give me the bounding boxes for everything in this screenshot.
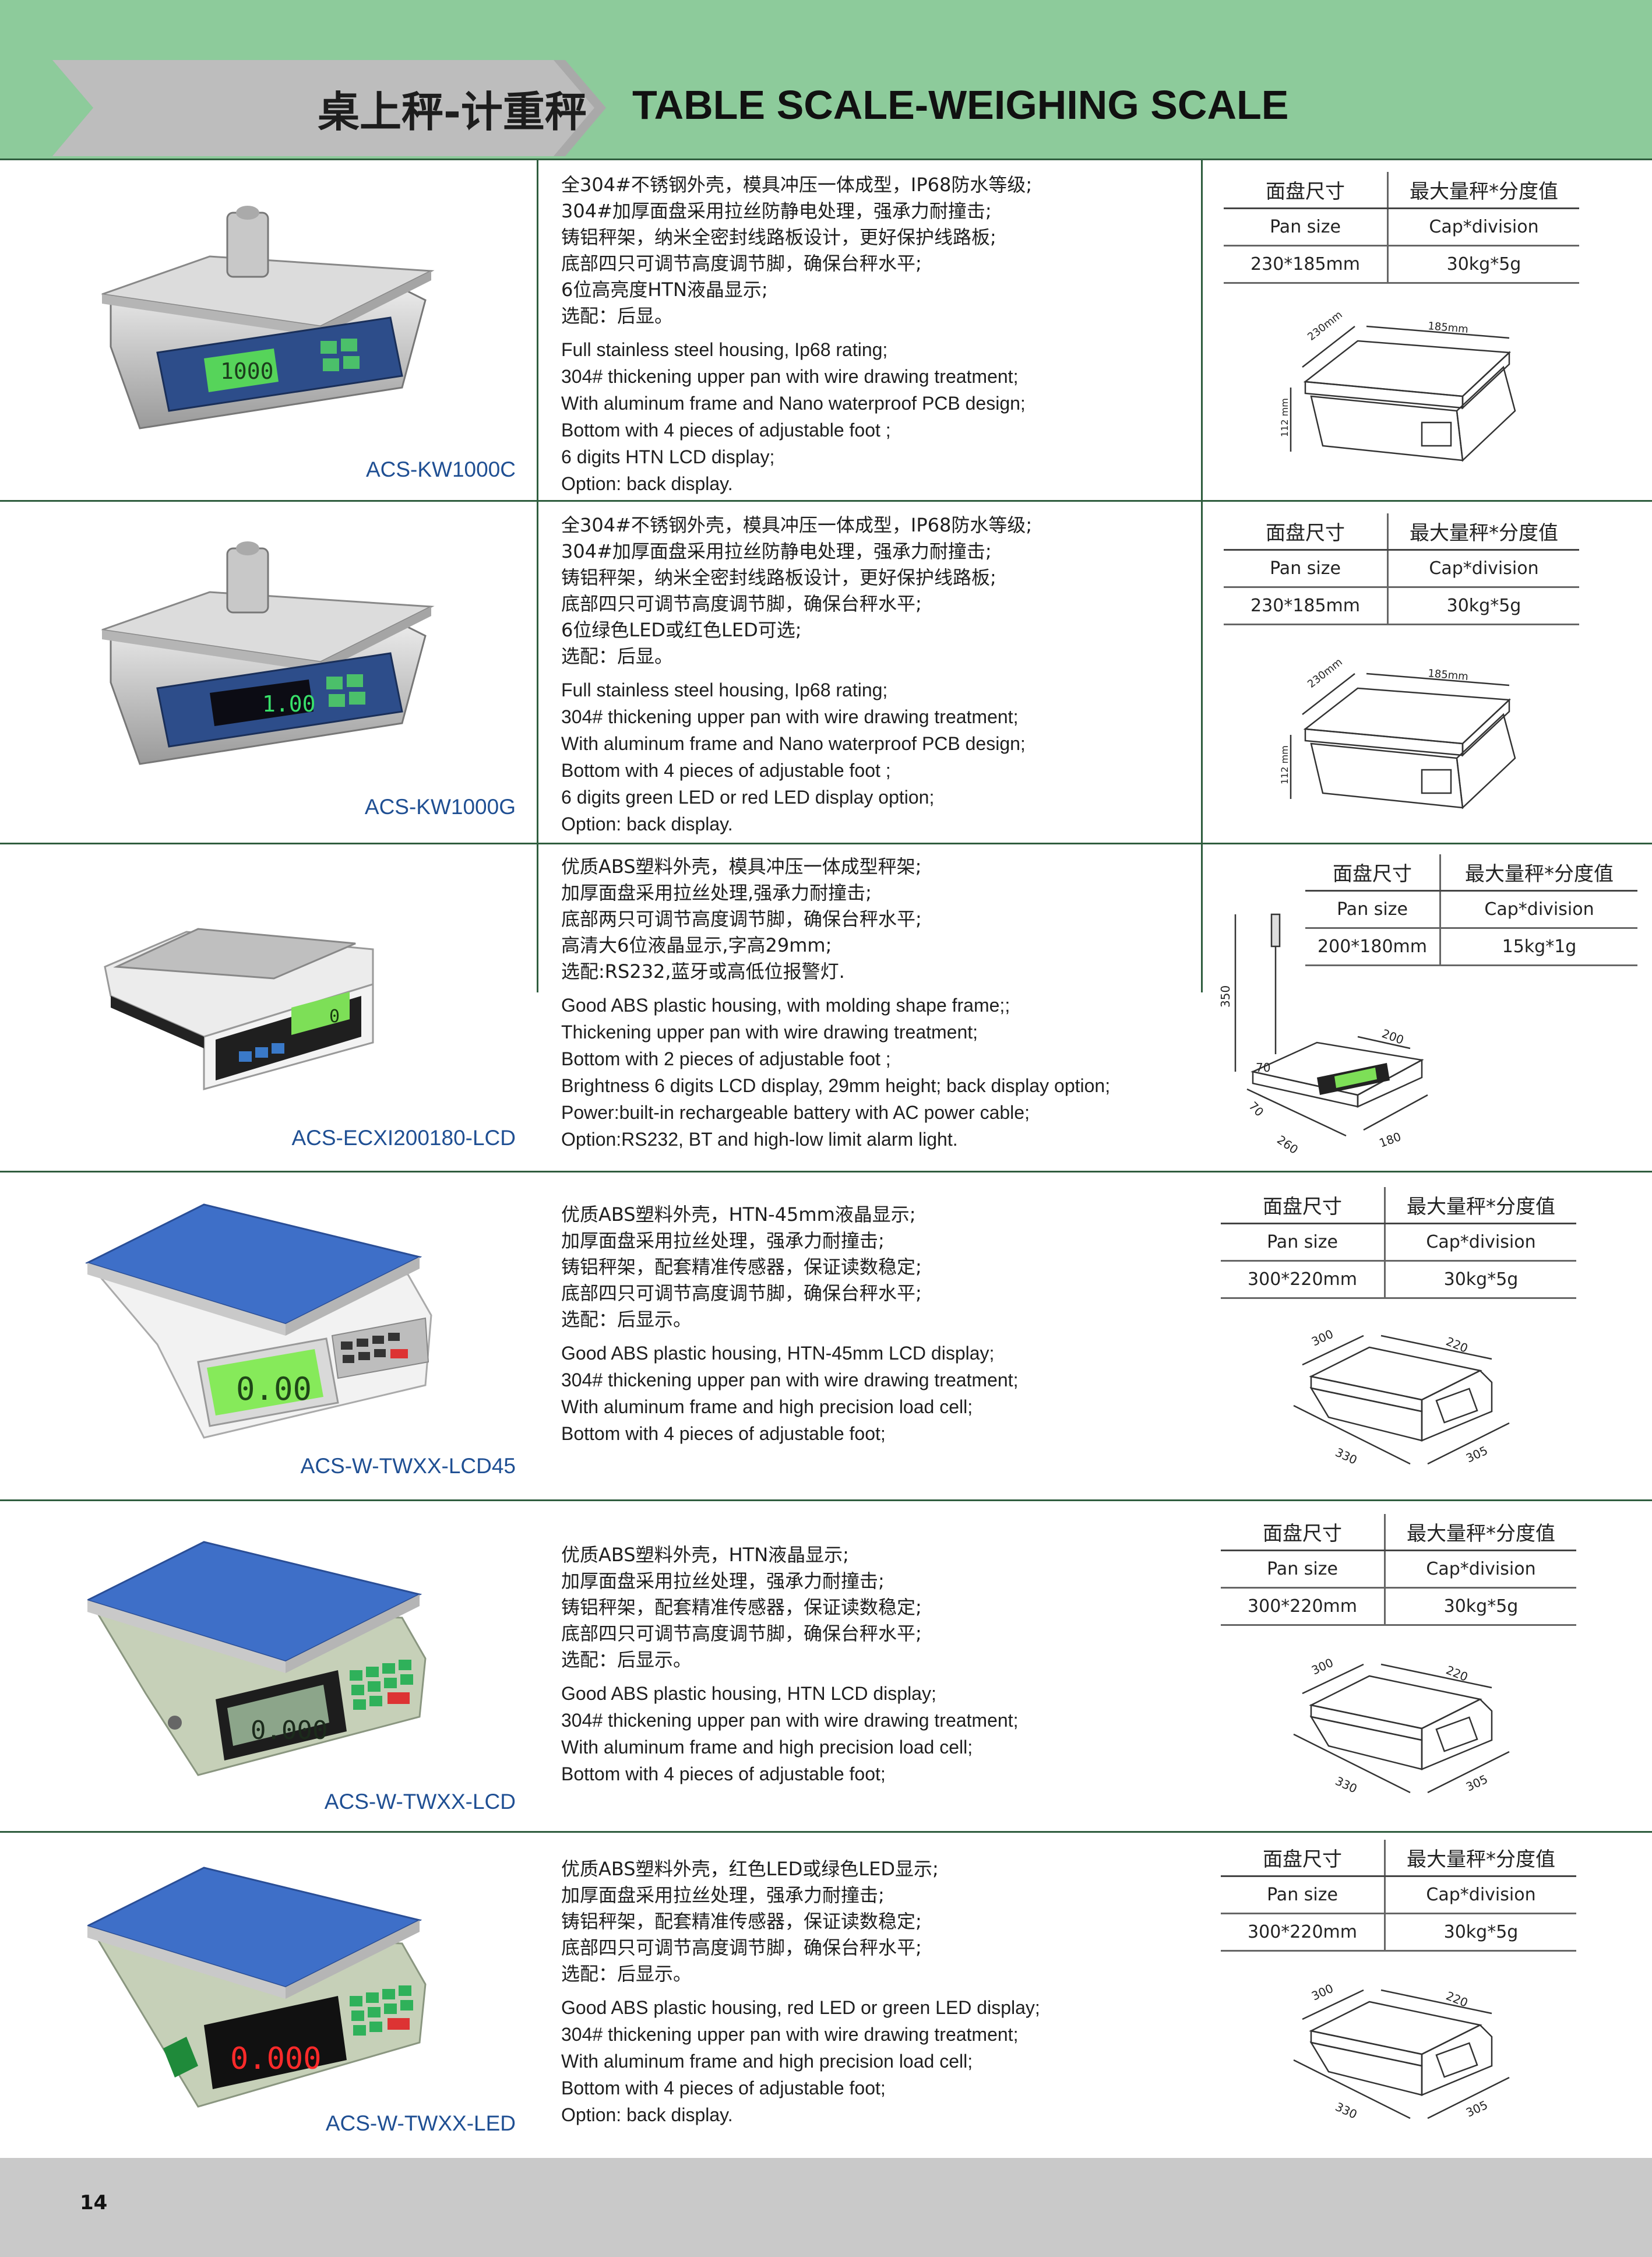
pan-size-value: 230*185mm xyxy=(1251,596,1360,616)
pan-size-value: 230*185mm xyxy=(1251,254,1360,274)
svg-text:300: 300 xyxy=(1309,1981,1336,2004)
column-divider xyxy=(537,159,538,992)
svg-text:220: 220 xyxy=(1444,1988,1470,2010)
product-row: 0.000 ACS-W-TWXX-LCD 优质ABS塑料外壳，HTN液晶显示;加… xyxy=(0,1501,1652,1831)
column-divider xyxy=(1201,159,1203,992)
svg-text:220: 220 xyxy=(1444,1334,1470,1355)
svg-text:185mm: 185mm xyxy=(1428,667,1469,683)
svg-text:330: 330 xyxy=(1333,1445,1359,1467)
dimension-drawing: 230mm 185mm 112 mm xyxy=(1279,659,1516,809)
product-row: 0.00 ACS-W-TWXX-LCD45 优质ABS塑料外壳，HTN-45mm… xyxy=(0,1172,1652,1499)
product-description: 优质ABS塑料外壳，红色LED或绿色LED显示;加厚面盘采用拉丝处理，强承力耐撞… xyxy=(561,1858,1040,2125)
svg-text:305: 305 xyxy=(1464,1443,1490,1466)
page-footer: 14 xyxy=(0,2158,1652,2257)
pan-size-value: 300*220mm xyxy=(1248,1269,1357,1290)
display-reading: 0.00 xyxy=(236,1371,312,1407)
row-divider xyxy=(0,1831,1652,1833)
product-description: 优质ABS塑料外壳，模具冲压一体成型秤架;加厚面盘采用拉丝处理,强承力耐撞击;底… xyxy=(561,855,1111,1150)
svg-text:305: 305 xyxy=(1464,1772,1490,1794)
dimension-drawing: 300 220 330 305 xyxy=(1293,1981,1510,2122)
page-number: 14 xyxy=(80,2191,108,2214)
product-row: 0.000 ACS-W-TWXX-LED 优质ABS塑料外壳，红色LED或绿色L… xyxy=(0,1833,1652,2158)
title-chinese: 桌上秤-计重秤 xyxy=(318,87,587,136)
capacity-value: 15kg*1g xyxy=(1439,929,1637,964)
row-divider xyxy=(0,843,1652,844)
dimension-drawing: 230mm 185mm 112 mm xyxy=(1279,312,1516,462)
svg-text:180: 180 xyxy=(1378,1129,1403,1150)
scale-photo: 0 xyxy=(104,928,374,1090)
dimension-drawing: 300 220 330 305 xyxy=(1293,1656,1510,1796)
model-label: ACS-KW1000C xyxy=(365,457,516,481)
model-label: ACS-W-TWXX-LED xyxy=(325,2111,516,2135)
svg-text:112 mm: 112 mm xyxy=(1279,398,1290,437)
page-header: 桌上秤-计重秤 TABLE SCALE-WEIGHING SCALE xyxy=(0,0,1652,159)
display-reading: 0 xyxy=(329,1006,340,1027)
dimension-drawing: 300 220 330 305 xyxy=(1293,1327,1510,1467)
svg-text:200: 200 xyxy=(1380,1026,1406,1047)
pan-size-value: 300*220mm xyxy=(1248,1922,1357,1942)
row-divider xyxy=(0,1171,1652,1172)
dimension-drawing: 350 200 180 260 70 70 xyxy=(1218,913,1428,1157)
svg-text:305: 305 xyxy=(1464,2098,1490,2120)
scale-photo: 1000 xyxy=(101,206,435,429)
svg-text:70: 70 xyxy=(1256,1061,1270,1075)
capacity-value: 30kg*5g xyxy=(1384,1262,1576,1297)
capacity-value: 30kg*5g xyxy=(1387,588,1579,624)
display-reading: 0.000 xyxy=(251,1716,327,1745)
svg-text:300: 300 xyxy=(1309,1656,1336,1678)
model-label: ACS-ECXI200180-LCD xyxy=(291,1126,516,1150)
scale-photo: 0.00 xyxy=(84,1203,432,1439)
row-divider xyxy=(0,1499,1652,1501)
pan-size-value: 200*180mm xyxy=(1318,936,1427,957)
product-row: 1.00 ACS-KW1000G 全304#不锈钢外壳，模具冲压一体成型，IP6… xyxy=(0,502,1652,843)
scale-photo: 1.00 xyxy=(101,541,435,765)
title-english: TABLE SCALE-WEIGHING SCALE xyxy=(632,82,1289,128)
svg-text:350: 350 xyxy=(1218,985,1232,1008)
product-description: 优质ABS塑料外壳，HTN-45mm液晶显示;加厚面盘采用拉丝处理，强承力耐撞击… xyxy=(561,1203,1019,1444)
svg-text:112 mm: 112 mm xyxy=(1279,745,1290,784)
display-reading: 1.00 xyxy=(262,691,316,717)
product-description: 全304#不锈钢外壳，模具冲压一体成型，IP68防水等级;304#加厚面盘采用拉… xyxy=(561,174,1033,494)
title-ribbon xyxy=(52,60,606,156)
pan-size-value: 300*220mm xyxy=(1248,1596,1357,1617)
product-description: 全304#不锈钢外壳，模具冲压一体成型，IP68防水等级;304#加厚面盘采用拉… xyxy=(561,514,1033,835)
svg-text:220: 220 xyxy=(1444,1663,1470,1684)
row-divider xyxy=(0,500,1652,502)
capacity-value: 30kg*5g xyxy=(1384,1914,1576,1950)
svg-text:185mm: 185mm xyxy=(1428,320,1469,336)
product-description: 优质ABS塑料外壳，HTN液晶显示;加厚面盘采用拉丝处理，强承力耐撞击;铸铝秤架… xyxy=(561,1544,1019,1784)
model-label: ACS-W-TWXX-LCD xyxy=(324,1790,516,1814)
scale-photo: 0.000 xyxy=(87,1867,427,2108)
display-reading: 0.000 xyxy=(230,2041,322,2076)
model-label: ACS-W-TWXX-LCD45 xyxy=(300,1454,516,1478)
svg-text:330: 330 xyxy=(1333,1774,1359,1796)
scale-photo: 0.000 xyxy=(87,1541,427,1776)
display-reading: 1000 xyxy=(220,358,274,384)
row-divider xyxy=(0,159,1652,160)
svg-text:330: 330 xyxy=(1333,2100,1359,2122)
svg-text:260: 260 xyxy=(1274,1132,1301,1157)
capacity-value: 30kg*5g xyxy=(1387,247,1579,282)
product-row: 1000 ACS-KW1000C 全304#不锈钢外壳，模具冲压一体成型，IP6… xyxy=(0,160,1652,500)
model-label: ACS-KW1000G xyxy=(364,795,516,819)
svg-text:300: 300 xyxy=(1309,1327,1336,1349)
capacity-value: 30kg*5g xyxy=(1384,1589,1576,1624)
svg-text:70: 70 xyxy=(1246,1099,1266,1119)
product-row: 0 ACS-ECXI200180-LCD 优质ABS塑料外壳，模具冲压一体成型秤… xyxy=(0,844,1652,1171)
